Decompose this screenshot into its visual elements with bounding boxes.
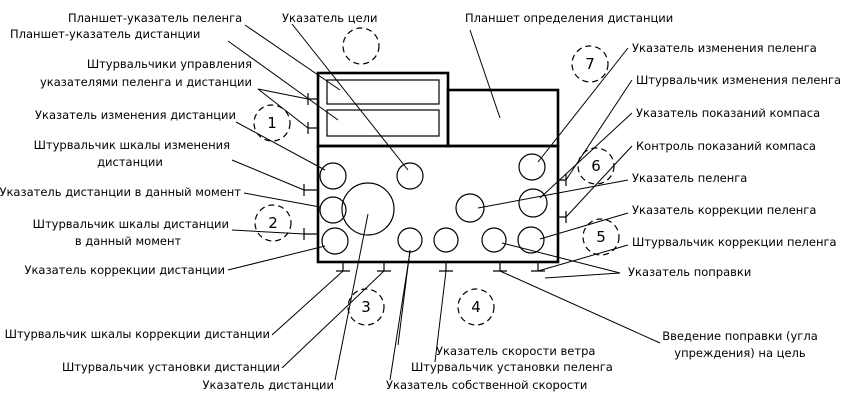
wind-speed-indicator-dial [397, 227, 423, 253]
lower-housing [316, 144, 560, 264]
label-distance-determination-board: Планшет определения дистанции [465, 11, 673, 25]
leader-correction-indicator-2 [544, 272, 621, 279]
label-bearing-change-handwheel: Штурвальчик изменения пеленга [636, 73, 841, 87]
group-number-4: 4 [471, 298, 481, 316]
label-correction-indicator: Указатель поправки [628, 265, 751, 279]
handwheel-stub-left-2 [307, 122, 318, 134]
label-bearing-plotting-board: Планшет-указатель пеленга [68, 11, 242, 25]
group-marker-1-circle [253, 104, 291, 142]
label-bearing-change-indicator: Указатель изменения пеленга [632, 41, 817, 55]
leader-own-speed-indicator [389, 251, 411, 381]
distance-indicator-dial [341, 182, 395, 236]
group-number-3: 3 [361, 298, 371, 316]
handwheel-stub-bottom-2 [377, 262, 391, 272]
leader-compass-reading-indicator [539, 112, 633, 199]
group-marker-top-circle [342, 27, 380, 65]
group-number-1: 1 [267, 114, 277, 132]
label-own-speed-indicator: Указатель собственной скорости [386, 378, 587, 392]
label-current-distance-indicator: Указатель дистанции в данный момент [0, 185, 241, 199]
leader-handwheels-1 [257, 88, 309, 100]
leader-distance-setting-handwheel [281, 270, 385, 369]
label-distance-indicator: Указатель дистанции [202, 378, 334, 392]
label-distance-change-indicator: Указатель изменения дистанции [35, 108, 236, 122]
leader-current-distance-scale-handwheel [231, 229, 305, 235]
leader-target-indicator [291, 23, 409, 171]
group-marker-5-circle [582, 218, 620, 256]
current-distance-indicator-dial [319, 196, 347, 224]
leader-bearing-setting-handwheel [434, 270, 447, 363]
label-compass-reading-indicator: Указатель показаний компаса [636, 106, 820, 120]
distance-determination-board-housing [446, 88, 560, 148]
distance-correction-indicator-dial [321, 227, 349, 255]
label-distance-correction-scale-handwheel: Штурвальчик шкалы коррекции дистанции [5, 327, 270, 341]
leader-current-distance-indicator [243, 192, 321, 208]
label-current-distance-scale-handwheel-line1: Штурвальчик шкалы дистанции [33, 217, 229, 231]
labels: Планшет-указатель пеленга Планшет-указат… [0, 11, 841, 392]
distance-plotting-board [326, 109, 440, 137]
label-distance-setting-handwheel: Штурвальчик установки дистанции [62, 360, 280, 374]
leader-correction-indicator-1 [501, 242, 621, 274]
label-distance-change-scale-handwheel-line1: Штурвальчик шкалы изменения [34, 138, 230, 152]
group-marker-7-circle [571, 45, 609, 83]
group-marker-4-circle [457, 288, 495, 326]
bearing-change-indicator-dial [518, 153, 546, 181]
label-wind-speed-indicator: Указатель скорости ветра [436, 344, 595, 358]
group-number-2: 2 [268, 214, 278, 232]
compass-reading-indicator-dial [518, 188, 548, 218]
bearing-correction-indicator-dial [517, 226, 545, 254]
leader-distance-correction-scale-handwheel [271, 270, 344, 336]
label-current-distance-scale-handwheel-line2: в данный момент [75, 234, 182, 248]
label-compass-reading-control: Контроль показаний компаса [636, 139, 816, 153]
distance-change-indicator-dial [319, 162, 347, 190]
label-handwheels-line1: Штурвальчики управления [87, 57, 252, 71]
device-body [316, 71, 560, 264]
handwheel-stub-left-3 [303, 184, 318, 196]
group-number-7: 7 [585, 55, 595, 73]
leader-bearing-correction-handwheel [537, 244, 629, 272]
label-distance-correction-indicator: Указатель коррекции дистанции [24, 263, 225, 277]
group-number-6: 6 [591, 157, 601, 175]
group-marker-2-circle [254, 204, 292, 242]
label-handwheels-line2: указателями пеленга и дистанции [40, 75, 252, 89]
bearing-plotting-board [326, 79, 440, 105]
leader-correction-input [499, 270, 661, 344]
leader-distance-indicator [334, 213, 369, 381]
leader-distance-plotting-board [227, 40, 339, 121]
label-distance-plotting-board: Планшет-указатель дистанции [10, 27, 200, 41]
leader-bearing-change-indicator [537, 47, 629, 163]
label-distance-change-scale-handwheel-line2: дистанции [97, 155, 163, 169]
handwheel-stub-left-4 [303, 228, 318, 240]
correction-indicator-dial [481, 227, 507, 253]
leader-distance-change-scale-handwheel [231, 159, 305, 191]
handwheel-stub-bottom-4 [493, 262, 507, 272]
label-bearing-correction-handwheel: Штурвальчик коррекции пеленга [632, 235, 837, 249]
own-speed-indicator-dial [433, 227, 459, 253]
group-markers: 1 2 3 4 5 6 7 [253, 27, 620, 326]
handwheel-stub-bottom-3 [439, 262, 453, 272]
leader-distance-correction-indicator [227, 245, 326, 271]
leader-compass-reading-control [565, 145, 633, 218]
leader-handwheels-2 [257, 88, 309, 129]
label-target-indicator: Указатель цели [282, 11, 377, 25]
leader-bearing-correction-indicator [539, 212, 629, 240]
leader-distance-change-indicator [235, 121, 326, 171]
group-marker-3-circle [347, 288, 385, 326]
label-bearing-setting-handwheel: Штурвальчик установки пеленга [411, 360, 613, 374]
label-correction-input-line2: упреждения) на цель [674, 346, 806, 360]
leader-bearing-indicator [477, 179, 629, 209]
dials [319, 153, 548, 255]
target-indicator-dial [396, 162, 424, 190]
handwheel-stub-bottom-1 [336, 262, 350, 272]
group-number-5: 5 [596, 228, 606, 246]
handwheel-stubs [303, 93, 567, 272]
leader-distance-determination-board [469, 29, 501, 119]
label-bearing-indicator: Указатель пеленга [632, 171, 747, 185]
label-bearing-correction-indicator: Указатель коррекции пеленга [632, 203, 816, 217]
leader-lines [227, 23, 661, 381]
leader-bearing-plotting-board [244, 24, 341, 91]
bearing-indicator-dial [455, 193, 485, 223]
label-correction-input-line1: Введение поправки (угла [662, 329, 818, 343]
